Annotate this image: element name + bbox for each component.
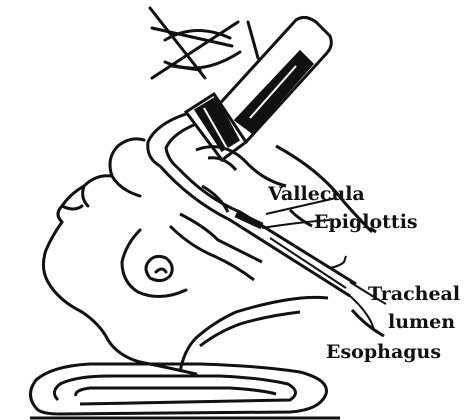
label-tracheal: Tracheal <box>368 283 460 305</box>
head-profile <box>43 139 196 374</box>
label-vallecula: Vallecula <box>267 183 365 205</box>
laryngoscope-blade <box>148 114 356 296</box>
label-lumen: lumen <box>388 311 455 333</box>
laryngoscope-handle <box>186 17 331 160</box>
neck-outline <box>180 146 384 372</box>
label-epiglottis: Epiglottis <box>314 211 418 233</box>
label-esophagus: Esophagus <box>326 341 441 363</box>
crossed-out-eye-icon <box>150 8 258 78</box>
